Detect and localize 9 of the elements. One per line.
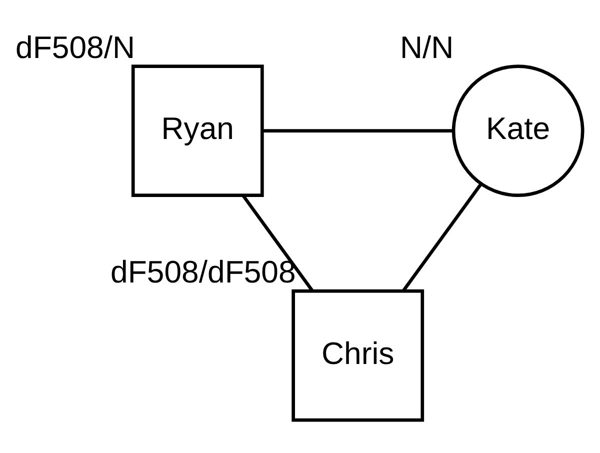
node-label: dF508/N (16, 30, 135, 65)
node-circle: Kate (452, 64, 584, 198)
node-label: N/N (400, 30, 454, 65)
node-label: dF508/dF508 (110, 254, 296, 290)
node-box: Ryan (131, 64, 264, 198)
connector (262, 129, 454, 132)
connector (402, 183, 482, 292)
node-box: Chris (292, 289, 424, 422)
connector (242, 194, 314, 292)
